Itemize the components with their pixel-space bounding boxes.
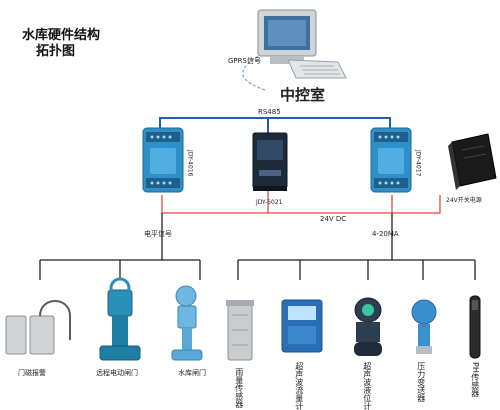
device-label-4: 超声波流量计 <box>294 362 304 410</box>
right-device-tree <box>237 213 476 280</box>
right-module-id: JDY-4017 <box>414 150 422 177</box>
gprs-signal-label: GPRS信号 <box>228 57 261 65</box>
dc24-label: 24V DC <box>320 215 347 223</box>
connection-lines <box>39 47 476 280</box>
current-signal-label: 4-20MA <box>372 230 399 238</box>
device-label-3: 雨量传感器 <box>234 368 244 408</box>
device-label-1: 远程电动闸门 <box>96 369 138 377</box>
ultrasonic-level-gauge-icon <box>354 297 382 356</box>
device-label-5: 超声波液位计 <box>362 362 372 410</box>
rs485-bus-line <box>159 117 391 128</box>
device-label-7: PH传感器 <box>470 362 480 397</box>
device-label-6: 压力变送器 <box>416 362 426 402</box>
left-device-tree <box>39 213 201 280</box>
reservoir-gate-actuator-icon <box>171 285 203 361</box>
dc24-bus-line <box>161 195 441 214</box>
left-acquisition-module <box>142 127 184 193</box>
control-room-label: 中控室 <box>280 86 326 104</box>
left-module-id: JDY-4016 <box>186 150 194 177</box>
middle-module-id: JDY-5021 <box>256 199 283 206</box>
rain-gauge-icon <box>226 300 254 361</box>
power-supply-icon <box>448 133 497 190</box>
level-signal-label: 电平信号 <box>144 230 172 238</box>
ultrasonic-flowmeter-icon <box>281 299 323 353</box>
middle-converter-module <box>252 132 288 191</box>
diagram-title-line2: 拓扑图 <box>36 44 76 60</box>
rs485-label: RS485 <box>258 108 281 116</box>
device-label-2: 水库闸门 <box>178 369 206 377</box>
device-label-0: 门磁报警 <box>18 369 46 377</box>
ph-sensor-icon <box>469 295 481 359</box>
right-acquisition-module <box>370 127 412 193</box>
computer-icon <box>257 9 347 79</box>
diagram-title-line1: 水库硬件结构 <box>22 28 101 43</box>
electric-gate-valve-icon <box>99 277 141 361</box>
power-supply-label: 24V开关电源 <box>446 197 482 204</box>
pressure-transmitter-icon <box>411 299 437 354</box>
door-sensor-icon <box>5 300 71 355</box>
diagram-title: 水库硬件结构 拓扑图 <box>22 28 100 61</box>
